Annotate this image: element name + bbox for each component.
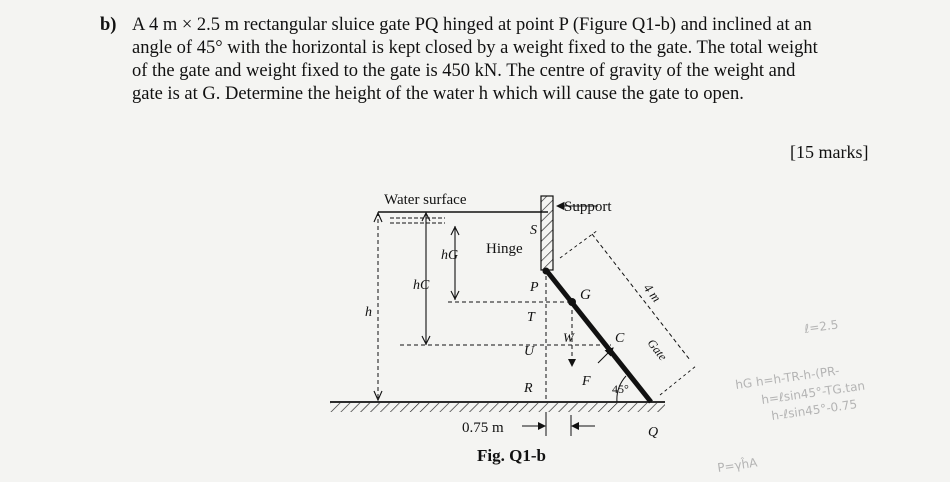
question-line-1: b)A 4 m × 2.5 m rectangular sluice gate …: [100, 15, 812, 35]
angle-label: 45°: [612, 382, 629, 396]
label-g: G: [580, 287, 591, 303]
support-label: Support: [564, 199, 612, 215]
label-r: R: [523, 381, 533, 396]
problem-statement: b)A 4 m × 2.5 m rectangular sluice gate …: [100, 14, 930, 106]
note-1: ℓ=2.5: [802, 317, 839, 336]
question-line-4: gate is at G. Determine the height of th…: [132, 84, 744, 104]
hinge-point: [542, 267, 550, 275]
note-5: P=γĥA: [716, 454, 759, 475]
label-q: Q: [648, 425, 658, 440]
h-label: h: [365, 305, 372, 320]
label-c: C: [615, 331, 625, 346]
centre-of-gravity-point: [568, 298, 576, 306]
question-line-2: angle of 45° with the horizontal is kept…: [132, 38, 818, 58]
hg-label: hG: [441, 248, 458, 263]
figure-caption: Fig. Q1-b: [477, 446, 546, 465]
hinge-label: Hinge: [486, 241, 523, 257]
label-u: U: [524, 344, 535, 359]
label-p: P: [529, 280, 539, 295]
label-t: T: [527, 310, 536, 325]
question-label: b): [100, 15, 117, 35]
ground: [330, 401, 665, 412]
length-dimension: [559, 229, 697, 396]
label-s: S: [530, 223, 537, 238]
handwritten-annotations: ℓ=2.5 hG h=h-TR-h-(PR- h=ℓsin45°-TG.tan …: [716, 317, 865, 475]
hc-label: hC: [413, 278, 430, 293]
h-dimension: [373, 211, 383, 402]
question-line-3: of the gate and weight fixed to the gate…: [132, 61, 796, 81]
hc-dimension: [421, 211, 431, 346]
gate-label: Gate: [645, 336, 671, 364]
label-w: W: [563, 330, 575, 345]
water-surface-line: [378, 211, 548, 224]
angle-arc: [616, 375, 627, 403]
hg-dimension: [450, 225, 460, 301]
gate: [542, 267, 653, 404]
force-arrow: [597, 347, 614, 364]
support-post: [540, 195, 554, 271]
marks-label: [15 marks]: [790, 142, 869, 162]
offset-label: 0.75 m: [462, 420, 504, 436]
label-f: F: [581, 374, 591, 389]
water-surface-label: Water surface: [384, 192, 467, 208]
offset-dimension: [522, 412, 595, 436]
